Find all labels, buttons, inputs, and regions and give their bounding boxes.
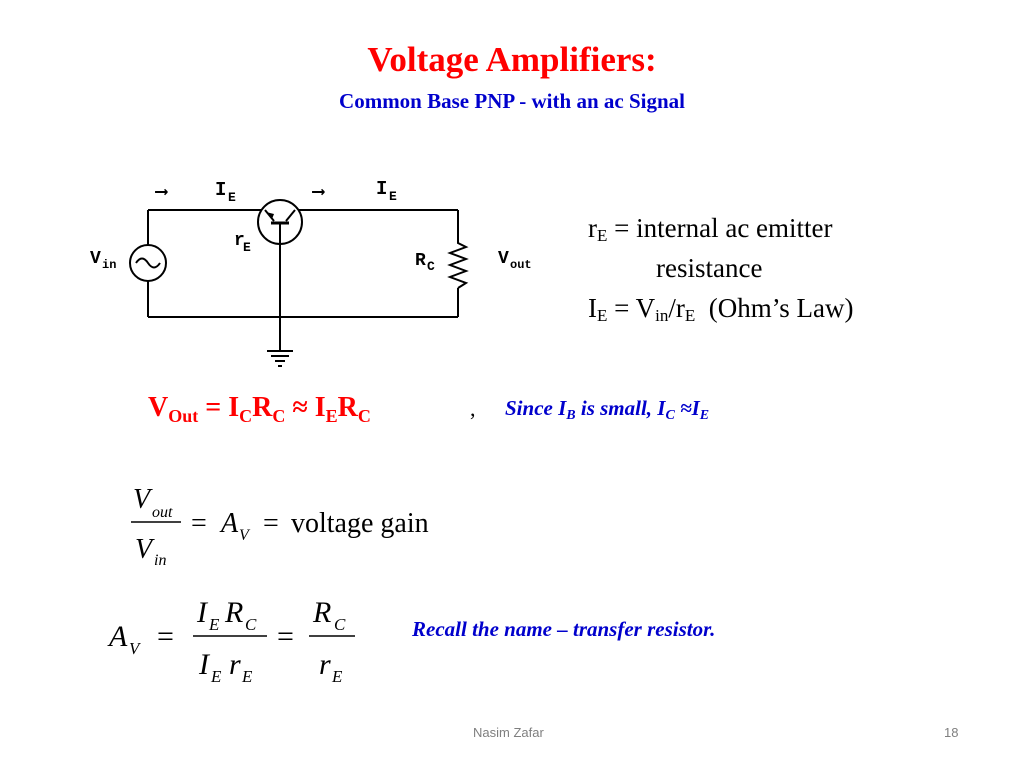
ie-right-sub: E [389,189,397,204]
svg-text:E: E [210,667,222,686]
svg-text:R: R [224,596,243,629]
footer-page-number: 18 [944,725,959,740]
notes-line-1: rE = internal ac emitter [588,213,833,245]
circuit-diagram: ⟶ I E ⟶ I E V in r E R C V out [90,178,532,367]
gain-equation: V out V in = A V = voltage gain [131,484,429,569]
ie-left-label: I [215,179,226,201]
svg-text:E: E [208,615,220,634]
svg-text:r: r [229,648,241,681]
svg-text:out: out [152,504,173,521]
current-arrow-icon: ⟶ [155,183,168,203]
vin-label: V [90,249,101,269]
svg-text:in: in [154,552,166,569]
comma-separator: , [470,396,476,421]
pnp-transistor-icon [257,199,303,245]
svg-text:I: I [196,596,209,629]
notes-line-3: IE = Vin/rE (Ohm’s Law) [588,293,854,325]
svg-text:V: V [133,484,153,515]
current-arrow-icon: ⟶ [312,183,325,203]
since-note: Since IB is small, IC ≈IE [505,396,710,423]
vout-label: V [498,249,509,269]
svg-text:=: = [191,508,207,539]
vin-sub: in [102,258,116,272]
ie-right-label: I [376,178,387,200]
footer-author: Nasim Zafar [473,725,544,740]
recall-note: Recall the name – transfer resistor. [412,617,716,641]
svg-text:I: I [198,648,211,681]
rc-label: R [415,251,426,271]
svg-text:r: r [319,648,331,681]
vout-sub: out [510,258,532,272]
svg-text:C: C [245,615,257,634]
svg-text:V: V [129,639,142,658]
svg-text:C: C [334,615,346,634]
svg-text:V: V [239,527,251,544]
svg-text:E: E [241,667,253,686]
svg-text:A: A [107,620,128,653]
ground-icon [267,350,293,367]
av-equation: A V = I E R C I E r E = R C r E [107,596,355,686]
slide-title: Voltage Amplifiers: [367,40,657,79]
svg-text:A: A [219,508,239,539]
ac-source-icon [129,244,167,282]
slide-subtitle: Common Base PNP - with an ac Signal [339,89,685,113]
svg-text:voltage gain: voltage gain [291,508,429,539]
svg-text:V: V [135,534,155,565]
svg-text:=: = [157,620,174,653]
svg-text:E: E [331,667,343,686]
resistor-icon [447,238,469,289]
svg-text:R: R [312,596,331,629]
re-definition-notes: rE = internal ac emitter resistance IE =… [588,208,853,328]
ie-left-sub: E [228,190,236,205]
svg-text:=: = [263,508,279,539]
re-label: r [234,231,245,251]
rc-sub: C [427,259,435,274]
re-sub: E [243,240,251,255]
svg-text:=: = [277,620,294,653]
vout-equation: VOut = ICRC ≈ IERC [148,392,371,426]
notes-line-2: resistance [656,253,763,283]
